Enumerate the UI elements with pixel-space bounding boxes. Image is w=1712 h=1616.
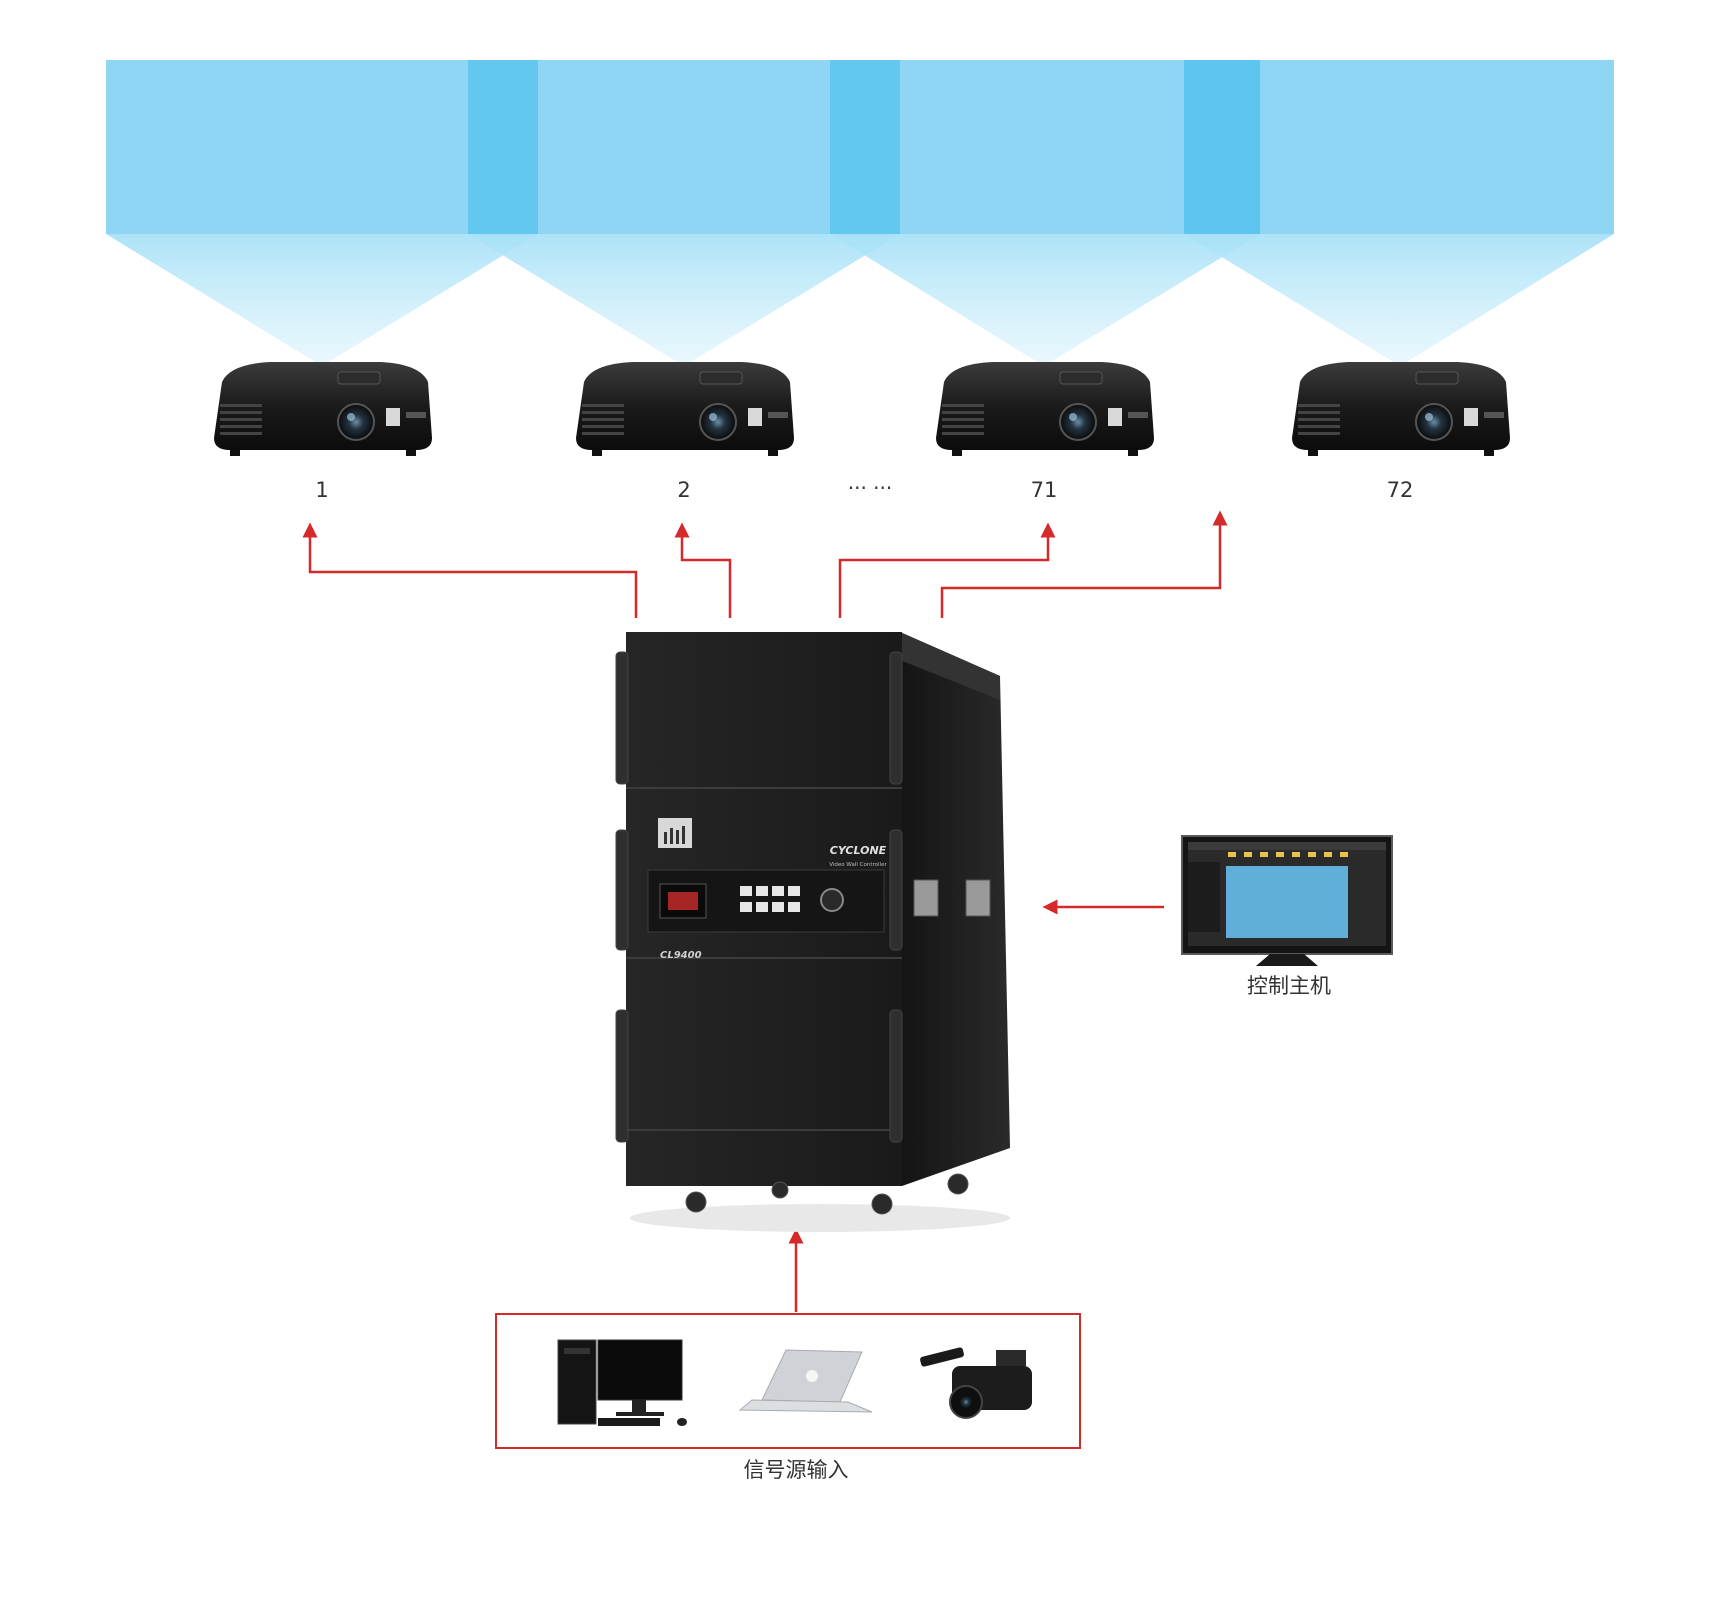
projection-beams xyxy=(106,234,1614,366)
beam xyxy=(830,234,1260,366)
screen-overlap-zone xyxy=(468,60,538,234)
projector-icon xyxy=(214,362,432,456)
projector-number-label: 1 xyxy=(315,478,329,502)
desktop-pc-icon xyxy=(557,1339,687,1426)
controller-subtitle: Video Wall Controller xyxy=(829,862,887,868)
projector-icon xyxy=(576,362,794,456)
controller-model: CL9400 xyxy=(660,950,702,961)
projector-number-label: 2 xyxy=(677,478,691,502)
control-host-label: 控制主机 xyxy=(1247,974,1331,998)
projector-icon xyxy=(1292,362,1510,456)
screen-overlap-zone xyxy=(1184,60,1260,234)
ellipsis-label: ··· ··· xyxy=(847,476,893,500)
screen-overlap-zone xyxy=(830,60,900,234)
output-arrow-71 xyxy=(838,522,1056,618)
monitor-icon xyxy=(1181,835,1393,966)
projector-number-label: 71 xyxy=(1030,478,1058,502)
beam xyxy=(106,234,538,366)
output-arrow-72 xyxy=(940,510,1228,618)
beam xyxy=(1184,234,1614,366)
camcorder-icon xyxy=(920,1347,1032,1419)
projection-screen xyxy=(106,60,1614,234)
controller-brand: CYCLONE xyxy=(830,844,887,857)
signal-input-label: 信号源输入 xyxy=(743,1458,849,1482)
connection-arrows xyxy=(302,510,1228,1312)
output-arrow-1 xyxy=(302,522,638,618)
signal-source-box xyxy=(495,1313,1081,1449)
laptop-icon xyxy=(738,1349,873,1413)
projector-icon xyxy=(936,362,1154,456)
projector-number-label: 72 xyxy=(1386,478,1414,502)
video-wall-controller-icon: CYCLONE Video Wall Controller CL9400 xyxy=(615,632,1010,1232)
output-arrow-2 xyxy=(674,522,732,618)
beam xyxy=(468,234,900,366)
